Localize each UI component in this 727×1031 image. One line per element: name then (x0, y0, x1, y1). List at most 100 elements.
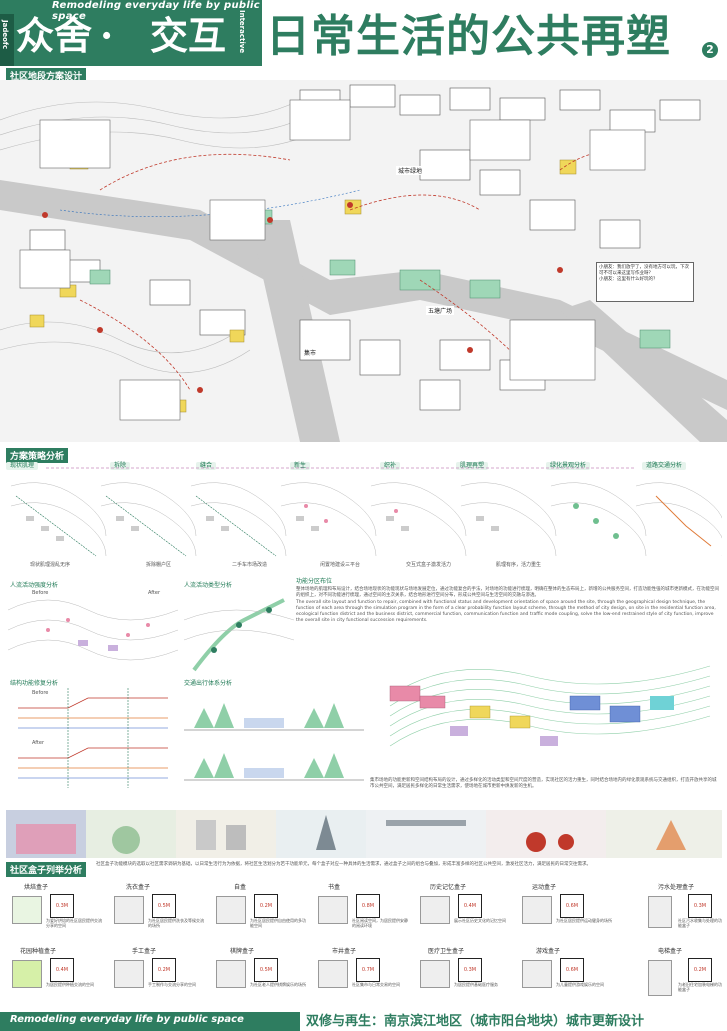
people-type-diagram (183, 590, 295, 678)
box-stat: 0.8M (356, 894, 380, 918)
side-badge-strip (0, 14, 14, 66)
box-desc: 为社区居民提供自由使用的多功能空间 (250, 918, 306, 928)
box-name: 运动盒子 (532, 884, 557, 891)
box-card: 烘焙盒子 0.3M 为爱好烘焙的社区居民提供交流分享的空间 (6, 880, 106, 942)
box-name: 电梯盒子 (658, 948, 683, 955)
box-card: 手工盒子 0.2M 手工制作与交流分享的空间 (108, 944, 208, 1008)
people-type-svg (183, 598, 295, 672)
box-name: 市井盒子 (332, 948, 357, 955)
function-axon-svg (389, 665, 711, 747)
structure-svg (18, 688, 168, 788)
label-after: After (148, 590, 161, 596)
side-badge-text: Jadeofc (1, 20, 9, 50)
box-name: 自盒 (234, 884, 247, 891)
traffic-diagram (184, 688, 364, 788)
box-card: 电梯盒子 0.2M 为老旧住宅加装电梯的功能盒子 (618, 944, 722, 1008)
box-cube (420, 896, 450, 924)
box-card: 污水处理盒子 0.3M 社区污水收集与处理的功能盒子 (618, 880, 722, 942)
box-card: 运动盒子 0.6M 为社区居民提供运动健身的场所 (516, 880, 616, 942)
strategy-step: 织补 (380, 462, 401, 470)
box-stat: 0.3M (50, 894, 74, 918)
box-desc: 社区污水收集与处理的功能盒子 (678, 918, 722, 928)
people-flow-svg (7, 599, 179, 661)
box-stat: 0.3M (458, 958, 482, 982)
strategy-step: 道路交通分析 (642, 462, 687, 470)
box-name: 洗衣盒子 (126, 884, 151, 891)
strategy-step: 绿化景观分析 (546, 462, 591, 470)
box-card: 医疗卫生盒子 0.3M 为居民提供基础医疗服务 (414, 944, 514, 1008)
box-stat: 0.5M (254, 958, 278, 982)
footer-chinese-title: 双修与再生：南京滨江地区（城市阳台地块）城市更新设计 (306, 1014, 645, 1029)
box-card: 自盒 0.2M 为社区居民提供自由使用的多功能空间 (210, 880, 310, 942)
strategy-caption: 拆除棚户区 (146, 562, 172, 568)
box-desc: 为社区居民提供洗衣及等候交流的场所 (148, 918, 204, 928)
box-card: 游戏盒子 0.6M 为儿童提供游戏娱乐的空间 (516, 944, 616, 1008)
label-before-structure: Before (32, 690, 49, 696)
traffic-svg (184, 703, 364, 781)
box-stat: 0.2M (688, 958, 712, 982)
title-part-one: 众舍 (16, 13, 93, 58)
box-desc: 手工制作与交流分享的空间 (148, 982, 196, 987)
page-number-badge: 2 (702, 42, 718, 58)
main-title: 日常生活的公共再塑 (266, 11, 671, 62)
strategy-caption: 现状肌理混乱无序 (30, 562, 71, 568)
rendering-strip (6, 810, 722, 858)
analysis-title-people-type: 人流活动类型分析 (184, 582, 233, 589)
site-label-market: 集市 (302, 348, 319, 357)
function-axonometric (370, 636, 720, 776)
box-cube (12, 896, 42, 924)
footer-english-title: Remodeling everyday life by public space (10, 1014, 244, 1025)
analysis-title-function: 功能分区布位 (296, 578, 333, 585)
function-text-zh: 整体场地的肌理和布局设计，结合场地现状的功能现状与场地发展定位，通过功能复合的手… (296, 587, 719, 598)
box-cube (522, 960, 552, 988)
box-stat: 0.4M (458, 894, 482, 918)
strategy-caption: 肌理有序，活力重生 (496, 562, 542, 568)
strategy-step: 新生 (290, 462, 311, 470)
box-desc: 为居民提供种植交流的空间 (46, 982, 94, 987)
box-stat: 0.6M (560, 958, 584, 982)
strategy-caption: 闲置地建设三平台 (320, 562, 361, 568)
box-card: 棋牌盒子 0.5M 为社区老人提供棋牌娱乐的场所 (210, 944, 310, 1008)
title-part-two: 交互 (150, 13, 227, 58)
box-stat: 0.6M (560, 894, 584, 918)
strategy-diagram-row (10, 482, 725, 557)
section-label-site-plan: 社区地段方案设计 (6, 68, 87, 83)
label-after-structure: After (32, 740, 45, 746)
box-name: 游戏盒子 (536, 948, 561, 955)
box-desc: 社区阅读空间，为居民提供安静的阅读环境 (352, 918, 408, 928)
box-cube (318, 960, 348, 988)
box-card: 历史记忆盒子 0.4M 展示社区历史文化的记忆空间 (414, 880, 514, 942)
function-text-bottom: 集市场地的功能更新和空间结构布局的设计，通过多样化的活动类型和空间尺度的营造，实… (370, 778, 717, 789)
strategy-step: 肌理再塑 (456, 462, 489, 470)
box-cube (648, 960, 672, 996)
strategy-step: 缝合 (196, 462, 217, 470)
interactive-badge: Interactive (238, 10, 246, 54)
box-desc: 为儿童提供游戏娱乐的空间 (556, 982, 604, 987)
box-card: 花园种植盒子 0.4M 为居民提供种植交流的空间 (6, 944, 106, 1008)
box-cube (114, 896, 144, 924)
title-dot: · (100, 13, 114, 58)
box-cube (12, 960, 42, 988)
step-connector-line (46, 467, 636, 469)
box-stat: 0.4M (50, 958, 74, 982)
box-desc: 展示社区历史文化的记忆空间 (454, 918, 506, 923)
analysis-title-people-flow: 人流活动强度分析 (10, 582, 59, 589)
box-card: 书盒 0.8M 社区阅读空间，为居民提供安静的阅读环境 (312, 880, 412, 942)
box-cube (318, 896, 348, 924)
poster-header: Remodeling everyday life by public space… (0, 0, 727, 72)
function-bottom-text: 集市场地的功能更新和空间结构布局的设计，通过多样化的活动类型和空间尺度的营造，实… (370, 778, 720, 808)
box-series-intro: 社区盒子功能模块的选取以社区需求调研为基础，以日常生活行为为依据，将社区生活划分… (96, 862, 591, 867)
box-card: 洗衣盒子 0.5M 为社区居民提供洗衣及等候交流的场所 (108, 880, 208, 942)
box-desc: 为爱好烘焙的社区居民提供交流分享的空间 (46, 918, 102, 928)
footer-green-band (0, 1012, 300, 1031)
rendering-strip-svg (6, 810, 722, 858)
box-name: 烘焙盒子 (24, 884, 49, 891)
box-name: 书盒 (328, 884, 341, 891)
box-desc: 为社区居民提供运动健身的场所 (556, 918, 612, 923)
speech-line-1: 小朋友：我们放学了，没有地方可以玩，下次可不可以来这里写作业呀？ (599, 265, 689, 276)
box-desc: 为居民提供基础医疗服务 (454, 982, 498, 987)
box-stat: 0.5M (152, 894, 176, 918)
strategy-caption: 交互式盒子激发活力 (406, 562, 452, 568)
box-cube (648, 896, 672, 928)
box-desc: 社区集市与日常交易的空间 (352, 982, 400, 987)
